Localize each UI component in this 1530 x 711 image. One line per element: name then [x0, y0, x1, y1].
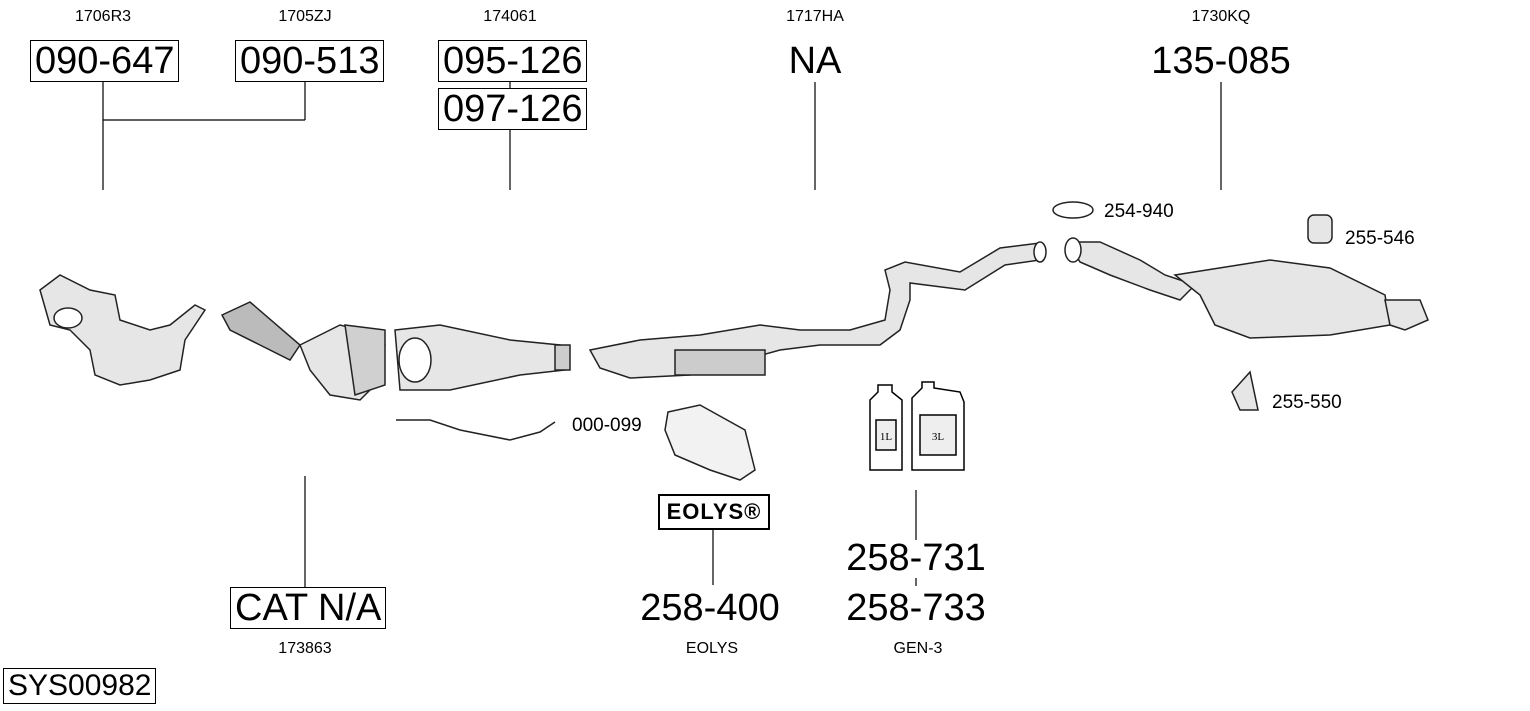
part-254-940[interactable]: 254-940: [1104, 201, 1174, 222]
part-258-731[interactable]: 258-731: [846, 537, 986, 579]
part-090-513[interactable]: 090-513: [235, 40, 385, 82]
exhaust-parts-drawing: [39, 201, 1429, 481]
part-258-733[interactable]: 258-733: [846, 587, 986, 629]
additive-bottles: [869, 381, 965, 471]
code-1717ha: 1717HA: [786, 8, 844, 25]
code-1706r3: 1706R3: [74, 8, 132, 25]
code-gen-3: GEN-3: [893, 640, 943, 657]
code-174061: 174061: [483, 8, 537, 25]
part-258-400[interactable]: 258-400: [640, 587, 780, 629]
code-1730kq: 1730KQ: [1191, 8, 1251, 25]
part-097-126[interactable]: 097-126: [438, 88, 588, 130]
bottle-3l-label: 3L: [932, 431, 945, 443]
bottle-1l-label: 1L: [880, 431, 893, 443]
part-255-550[interactable]: 255-550: [1272, 392, 1342, 413]
code-173863: 173863: [278, 640, 332, 657]
part-135-085[interactable]: 135-085: [1151, 40, 1291, 82]
part-cat-na[interactable]: CAT N/A: [230, 587, 387, 629]
code-1705zj: 1705ZJ: [278, 8, 332, 25]
diagram-id: SYS00982: [3, 668, 157, 704]
code-eolys: EOLYS: [685, 640, 739, 657]
part-090-647[interactable]: 090-647: [30, 40, 180, 82]
part-095-126[interactable]: 095-126: [438, 40, 588, 82]
part-na[interactable]: NA: [788, 40, 842, 82]
eolys-logo: EOLYS®: [658, 494, 770, 530]
part-000-099[interactable]: 000-099: [572, 415, 642, 436]
part-255-546[interactable]: 255-546: [1345, 228, 1415, 249]
